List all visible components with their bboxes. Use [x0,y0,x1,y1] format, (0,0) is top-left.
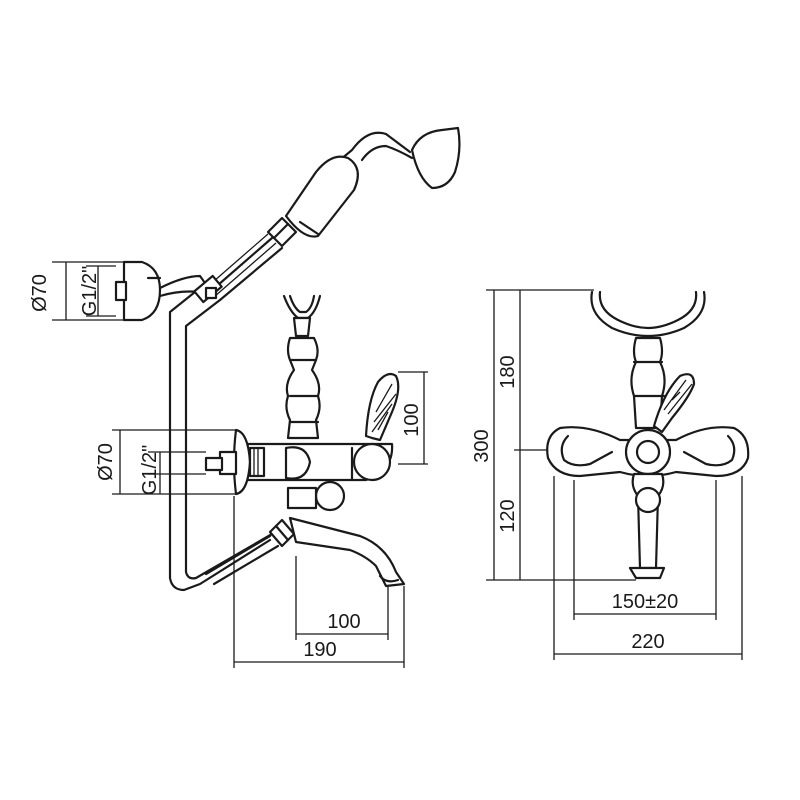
dim-diameter-top: Ø70 [29,274,51,312]
mixer-front-view [546,290,750,580]
dim-centre-distance: 150±20 [612,591,679,613]
slide-rod [168,274,274,592]
dim-total-width: 220 [631,631,664,653]
side-view-dimensions: 100 100 190 [233,371,428,668]
front-view-dimensions: 300 180 120 150±20 220 [471,289,743,660]
mixer-side-view [204,294,406,588]
wall-connector-dimensions: Ø70 G1/2" [95,429,236,495]
dim-thread-bottom: G1/2" [139,445,161,495]
dim-lower-height: 120 [497,499,519,532]
dim-diameter-bottom: Ø70 [95,443,117,481]
hand-shower [205,126,461,302]
dim-lever-height: 100 [401,403,423,436]
dim-spout-reach: 100 [327,611,360,633]
handshower-wall-connector: Ø70 G1/2" [29,260,212,322]
dim-total-depth: 190 [303,639,336,661]
dim-total-height: 300 [471,429,493,462]
dim-thread-top: G1/2" [79,266,101,316]
dim-upper-height: 180 [497,355,519,388]
